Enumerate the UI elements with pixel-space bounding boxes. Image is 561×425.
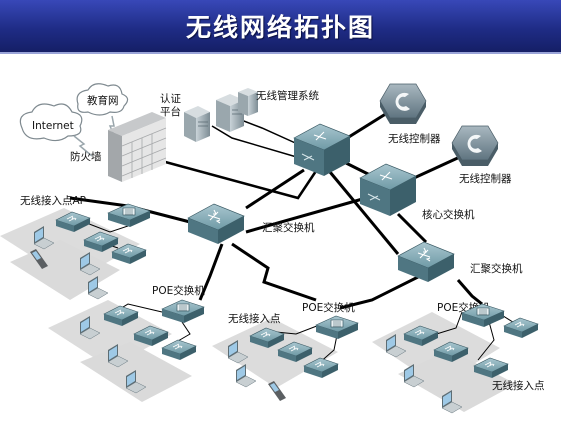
core-switch-label: 核心交换机 — [422, 208, 475, 221]
ap-right-label: 无线接入点 — [492, 379, 545, 392]
mgmt-system-server — [238, 88, 258, 116]
poe-switch-icon — [315, 315, 359, 340]
poe2-label: POE交换机 — [302, 301, 355, 314]
wireless-controller-icon — [451, 125, 499, 167]
firewall-label: 防火墙 — [70, 150, 102, 163]
access-point-icon — [503, 317, 539, 339]
edu-net-cloud: 教育网 — [76, 83, 129, 116]
diagram-title: 无线网络拓扑图 — [185, 13, 375, 42]
poe-switch-icon — [161, 299, 205, 324]
network-links — [69, 108, 517, 365]
edu-net-label: 教育网 — [87, 94, 119, 107]
ap-group-label: 无线接入点AP — [20, 194, 86, 207]
agg-switch-right-label: 汇聚交换机 — [470, 262, 523, 275]
poe1-label: POE交换机 — [152, 284, 205, 297]
auth-platform-server — [184, 106, 210, 142]
title-banner: 无线网络拓扑图 — [0, 0, 561, 54]
wlc2-label: 无线控制器 — [459, 172, 512, 185]
wireless-controller-icon — [379, 83, 427, 125]
core-switch-icon — [293, 123, 351, 177]
wireless-mgmt-label: 无线管理系统 — [256, 89, 319, 102]
agg-switch-icon — [397, 241, 455, 283]
agg-switch-icon — [187, 203, 245, 245]
firewall-icon — [108, 112, 167, 182]
auth-platform-label: 认证 — [160, 92, 181, 105]
poe-switch-icon — [107, 203, 151, 228]
link-bolt-icon — [73, 135, 93, 157]
internet-label: Internet — [32, 120, 74, 132]
access-point-icon — [161, 339, 197, 361]
internet-cloud: Internet — [19, 103, 83, 142]
wlc1-label: 无线控制器 — [388, 132, 441, 145]
agg-switch-left-label: 汇聚交换机 — [262, 221, 315, 234]
ap-mid-label: 无线接入点 — [228, 312, 281, 325]
core-switch-icon — [359, 163, 417, 217]
auth-platform-label: 平台 — [160, 105, 181, 118]
